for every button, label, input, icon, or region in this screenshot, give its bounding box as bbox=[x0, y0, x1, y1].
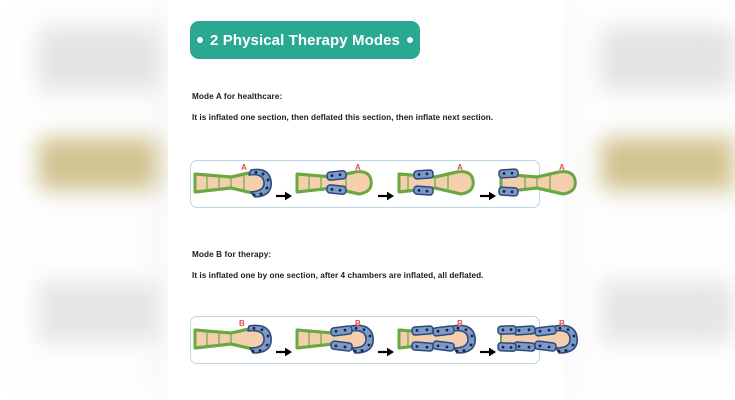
background-band-gray-bottom-right bbox=[601, 282, 735, 342]
mode-b-heading: Mode B for therapy: bbox=[192, 250, 272, 259]
mode-a-frame-2: A bbox=[293, 161, 377, 207]
arrow-right-icon bbox=[480, 191, 496, 201]
inflated-chamber-foot bbox=[247, 324, 272, 354]
mode-a-diagram-strip: A bbox=[190, 160, 577, 208]
arrow-right-icon bbox=[378, 347, 394, 357]
limb-sleeve bbox=[295, 170, 373, 196]
mode-a-frame-3-label: A bbox=[457, 163, 463, 172]
mode-b-frame-3: B bbox=[395, 317, 479, 363]
bullet-dot-icon-left bbox=[197, 37, 203, 43]
mode-b-frame-4-label: B bbox=[559, 319, 565, 328]
mode-b-arrow-3 bbox=[479, 317, 497, 363]
mode-a-text-block: Mode A for healthcare: It is inflated on… bbox=[190, 92, 550, 122]
mode-a-frame-4: A bbox=[497, 161, 581, 207]
mode-b-frame-2: B bbox=[293, 317, 377, 363]
mode-a-frame-1: A bbox=[191, 161, 275, 207]
background-page-edge-right bbox=[565, 0, 575, 400]
mode-b-frame-2-label: B bbox=[355, 319, 361, 328]
mode-b-arrow-2 bbox=[377, 317, 395, 363]
mode-b-description: It is inflated one by one section, after… bbox=[192, 271, 484, 280]
background-band-gray-top-right bbox=[601, 28, 735, 90]
mode-a-arrow-2 bbox=[377, 161, 395, 207]
arrow-right-icon bbox=[276, 191, 292, 201]
background-right-blur bbox=[563, 0, 735, 400]
mode-b-diagram-strip: B bbox=[190, 316, 578, 364]
background-left-blur bbox=[0, 0, 168, 400]
mode-a-frame-4-label: A bbox=[559, 163, 565, 172]
inflated-chamber-ankle bbox=[534, 325, 557, 352]
inflated-chamber-ankle bbox=[330, 325, 353, 352]
mode-b-frame-1-label: B bbox=[239, 319, 245, 328]
inflated-chamber-ankle bbox=[432, 325, 455, 352]
bullet-dot-icon-right bbox=[406, 37, 413, 43]
mode-a-heading: Mode A for healthcare: bbox=[192, 92, 283, 101]
mode-b-frame-3-label: B bbox=[457, 319, 463, 328]
mode-a-frame-1-label: A bbox=[241, 163, 247, 172]
document-page: 2 Physical Therapy Modes Mode A for heal… bbox=[168, 0, 578, 400]
arrow-right-icon bbox=[378, 191, 394, 201]
page-title-banner: 2 Physical Therapy Modes bbox=[190, 21, 420, 59]
mode-b-frame-4: B bbox=[497, 317, 581, 363]
inflated-chamber-calf bbox=[413, 169, 434, 196]
mode-a-frame-2-label: A bbox=[355, 163, 361, 172]
limb-sleeve bbox=[499, 170, 577, 196]
background-band-gold-right bbox=[601, 138, 735, 190]
background-band-gray-bottom-left bbox=[38, 282, 168, 342]
page-title: 2 Physical Therapy Modes bbox=[210, 31, 400, 49]
background-page-edge-left bbox=[156, 0, 166, 400]
arrow-right-icon bbox=[276, 347, 292, 357]
arrow-right-icon bbox=[480, 347, 496, 357]
inflated-chamber-thigh bbox=[497, 325, 517, 352]
background-band-gold-left bbox=[38, 138, 168, 190]
inflated-chamber-ankle bbox=[326, 170, 347, 195]
mode-b-arrow-1 bbox=[275, 317, 293, 363]
mode-a-description: It is inflated one section, then deflate… bbox=[192, 113, 494, 122]
mode-b-frame-1: B bbox=[191, 317, 275, 363]
inflated-chamber-foot bbox=[248, 168, 272, 198]
mode-a-arrow-1 bbox=[275, 161, 293, 207]
mode-a-arrow-3 bbox=[479, 161, 497, 207]
mode-b-text-block: Mode B for therapy: It is inflated one b… bbox=[190, 250, 550, 280]
mode-a-frame-3: A bbox=[395, 161, 479, 207]
background-band-gray-top-left bbox=[38, 28, 168, 90]
inflated-chamber-thigh bbox=[498, 168, 519, 197]
inflated-chamber-calf bbox=[411, 325, 434, 352]
